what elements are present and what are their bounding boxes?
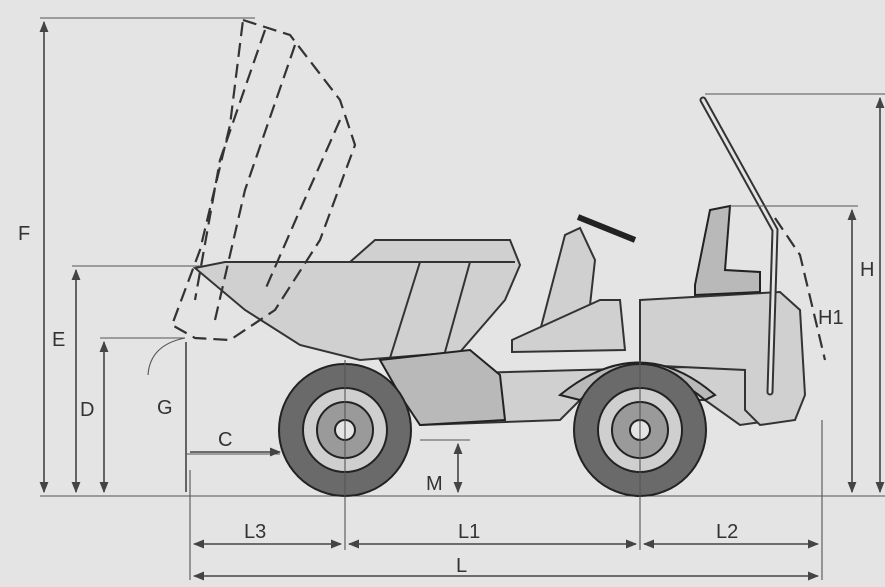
front-skip bbox=[192, 239, 522, 362]
skip-rim bbox=[350, 261, 515, 359]
skip-raised-dashed bbox=[170, 18, 357, 342]
label-L: L bbox=[456, 555, 467, 577]
steering-wheel bbox=[576, 214, 637, 243]
dump-angle-arc bbox=[147, 337, 186, 376]
label-C: C bbox=[218, 429, 232, 451]
label-G: G bbox=[157, 397, 173, 419]
label-L2: L2 bbox=[716, 521, 738, 543]
label-D: D bbox=[80, 399, 94, 421]
label-M: M bbox=[426, 473, 443, 495]
roll-bar-inner bbox=[701, 98, 777, 394]
rear-body bbox=[639, 290, 807, 427]
skip-raised-inner-dashed bbox=[193, 29, 342, 321]
label-F: F bbox=[18, 223, 30, 245]
roll-bar-raised-dashed bbox=[774, 217, 827, 361]
label-L1: L1 bbox=[458, 521, 480, 543]
dashboard bbox=[511, 299, 627, 354]
label-H: H bbox=[860, 259, 874, 281]
label-L3: L3 bbox=[244, 521, 266, 543]
operator-seat bbox=[694, 204, 761, 297]
dumper-vehicle bbox=[170, 18, 827, 497]
label-H1: H1 bbox=[818, 307, 844, 329]
label-E: E bbox=[52, 329, 65, 351]
